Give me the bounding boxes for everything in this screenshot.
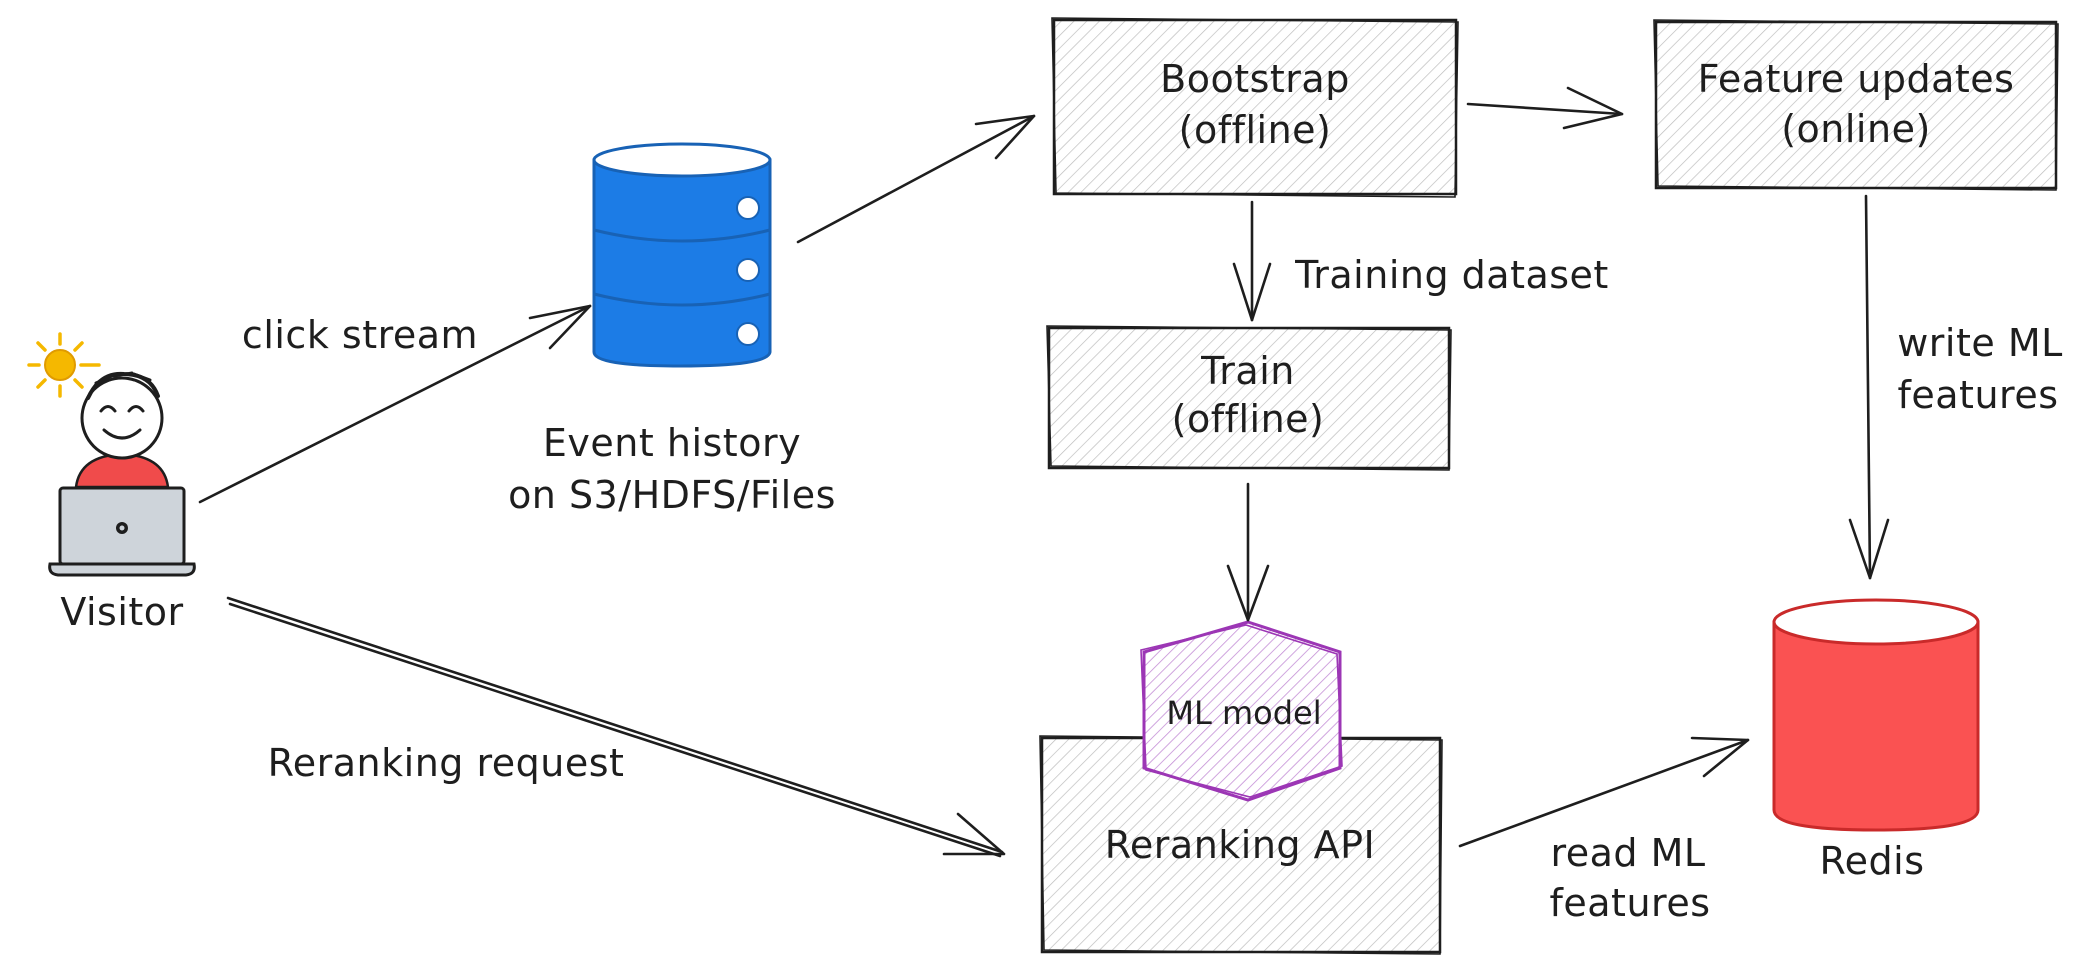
redis-label: Redis [1819,839,1924,883]
redis-cylinder-icon [1772,598,1980,832]
event-history-label-2: on S3/HDFS/Files [508,473,836,517]
visitor-label: Visitor [60,590,183,634]
reranking-request-arrow [226,596,1006,858]
feature-updates-label-2: (online) [1781,107,1931,151]
train-to-model-arrow [1226,482,1270,622]
event-history-label-1: Event history [543,421,801,465]
feature-updates-to-redis-arrow [1848,194,1890,580]
read-ml-features-label-1: read ML [1550,831,1705,875]
feature-updates-label-1: Feature updates [1698,57,2015,101]
reranking-api-box: Reranking API [1039,735,1443,955]
bootstrap-box: Bootstrap (offline) [1051,17,1459,198]
read-ml-features-label-2: features [1550,881,1711,925]
train-label-1: Train [1200,349,1295,393]
feature-updates-box: Feature updates (online) [1653,19,2059,191]
ml-model-hexagon: ML model [1140,620,1343,802]
click-stream-label: click stream [242,313,478,357]
train-label-2: (offline) [1172,397,1325,441]
train-box: Train (offline) [1046,325,1452,471]
sun-icon [27,332,101,398]
bootstrap-to-train-arrow [1232,200,1272,322]
bootstrap-label-1: Bootstrap [1160,57,1350,101]
bootstrap-to-feature-updates-arrow [1466,86,1624,130]
reranking-api-label: Reranking API [1105,823,1376,867]
visitor-person-icon [74,371,170,489]
write-ml-features-label-2: features [1898,373,2059,417]
database-icon [592,142,772,368]
click-stream-arrow [198,304,592,504]
training-dataset-label: Training dataset [1294,253,1609,297]
bootstrap-label-2: (offline) [1179,108,1332,152]
ml-model-label: ML model [1166,694,1321,732]
reranking-api-to-redis-arrow [1458,736,1750,848]
database-to-bootstrap-arrow [796,114,1036,244]
laptop-icon [48,486,196,577]
redis-database: Redis [1772,598,1980,883]
visitor: Visitor [27,332,196,634]
write-ml-features-label-1: write ML [1897,321,2063,365]
reranking-request-label: Reranking request [268,741,625,785]
event-history-database: Event history on S3/HDFS/Files [508,142,836,517]
